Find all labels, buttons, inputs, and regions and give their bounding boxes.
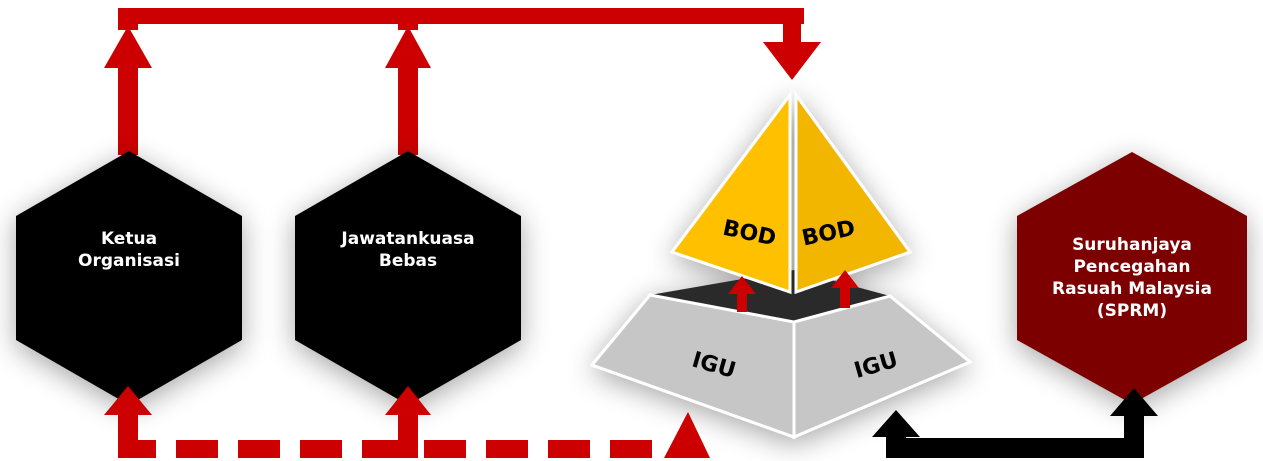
black-horizontal-bar	[886, 438, 1144, 458]
pyramid-down-arrowhead	[763, 42, 821, 80]
jawatankuasa-up-stem	[398, 60, 418, 155]
ketua-hexagon	[16, 151, 242, 405]
bottom-black-connector	[872, 388, 1158, 458]
ketua-dashed-up-arrowhead	[104, 386, 152, 415]
pyramid-top-right-face	[794, 90, 913, 295]
pyramid-base-top	[650, 270, 890, 322]
pyramid-top-left-face	[669, 90, 792, 295]
sprm-label: Suruhanjaya Pencegahan Rasuah Malaysia (…	[1052, 235, 1212, 321]
pyramid-dashed-arrowhead	[664, 412, 710, 458]
ketua-up-arrowhead	[104, 26, 152, 68]
ketua-up-stem	[118, 60, 138, 155]
sprm-black-arrowhead	[1110, 388, 1158, 416]
pyramid-left-inner-arrow-head	[728, 276, 756, 294]
pyramid-base-right-face	[792, 294, 973, 440]
black-right-stem	[1124, 414, 1144, 458]
dash-5	[362, 440, 404, 458]
bottom-red-dashed-connector	[104, 386, 710, 458]
jawatankuasa-label: Jawatankuasa Bebas	[341, 229, 475, 271]
dash-1	[118, 440, 156, 458]
dash-7	[486, 440, 528, 458]
jawatankuasa-up-arrowhead	[385, 26, 431, 68]
pyramid-right-inner-arrow-head	[831, 270, 859, 288]
top-red-connector	[104, 8, 821, 155]
ketua-stem-top	[118, 8, 138, 30]
sprm-hexagon	[1017, 152, 1247, 404]
pyramid-left-inner-arrow-stem	[737, 292, 747, 312]
top-red-bar	[122, 8, 804, 24]
dash-8	[548, 440, 590, 458]
right-red-down-stem	[783, 8, 801, 44]
jawatankuasa-hexagon	[295, 151, 521, 405]
jawatankuasa-stem-top	[398, 8, 418, 30]
pyramid-black-arrowhead	[872, 410, 920, 437]
pyramid-right-inner-arrow-stem	[840, 286, 850, 308]
dash-4	[300, 440, 342, 458]
dash-3	[238, 440, 280, 458]
dash-9	[610, 440, 652, 458]
dash-2	[176, 440, 218, 458]
dash-6	[424, 440, 466, 458]
jawatankuasa-dashed-up-arrowhead	[385, 386, 431, 415]
pyramid	[589, 90, 973, 440]
ketua-label: Ketua Organisasi	[78, 229, 180, 271]
